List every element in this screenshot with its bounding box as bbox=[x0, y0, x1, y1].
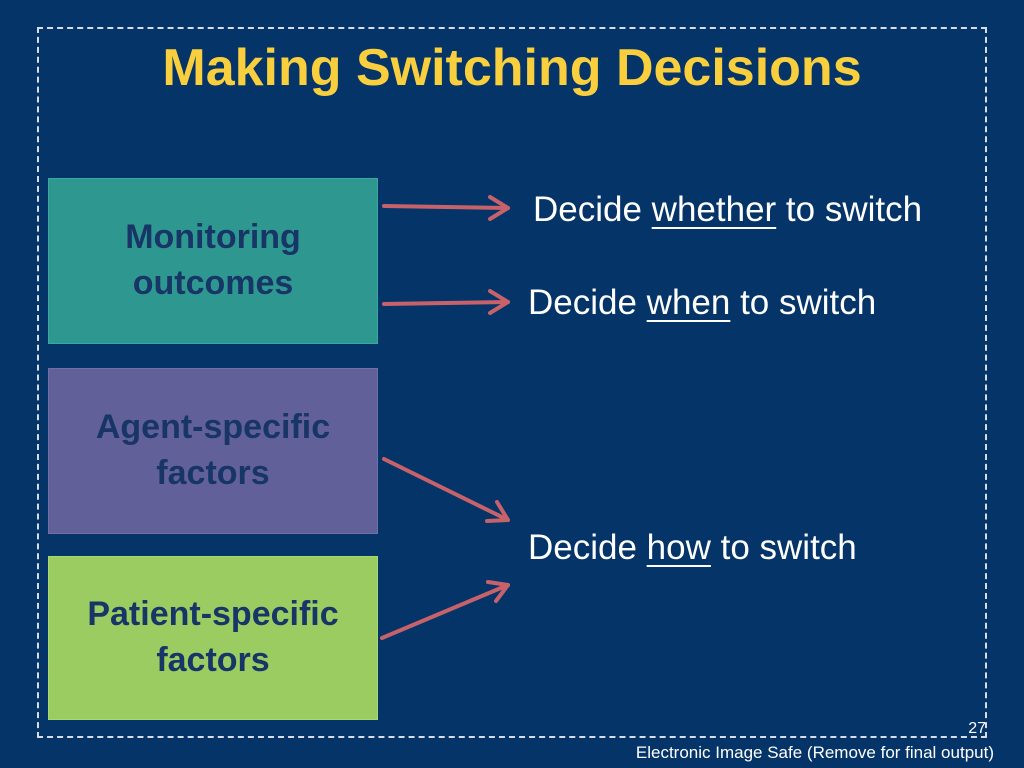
arrow-patient-to-how bbox=[380, 580, 510, 640]
decision-keyword: how bbox=[646, 528, 711, 567]
decision-prefix: Decide bbox=[533, 190, 652, 229]
decision-suffix: to switch bbox=[776, 190, 923, 229]
decision-how: Decide how to switch bbox=[528, 528, 857, 568]
slide-title: Making Switching Decisions bbox=[162, 39, 862, 97]
decision-suffix: to switch bbox=[730, 283, 877, 322]
decision-prefix: Decide bbox=[528, 528, 647, 567]
footer-note: Electronic Image Safe (Remove for final … bbox=[635, 743, 994, 762]
arrow-to-when bbox=[382, 289, 510, 315]
box-label-line2: factors bbox=[156, 454, 270, 492]
decision-whether: Decide whether to switch bbox=[533, 190, 922, 230]
decision-when: Decide when to switch bbox=[528, 283, 876, 323]
decision-keyword: when bbox=[646, 283, 731, 322]
box-label-line1: Monitoring bbox=[125, 218, 301, 257]
arrow-agent-to-how bbox=[382, 457, 510, 523]
box-monitoring-outcomes: Monitoring outcomes bbox=[48, 178, 378, 344]
dashed-frame bbox=[37, 27, 987, 738]
box-label-line1: Agent-specific bbox=[95, 408, 331, 447]
box-label-line2: outcomes bbox=[132, 264, 294, 302]
box-patient-specific-factors: Patient-specific factors bbox=[48, 556, 378, 720]
box-label-line2: factors bbox=[156, 641, 270, 679]
arrow-to-whether bbox=[382, 195, 510, 221]
decision-prefix: Decide bbox=[528, 283, 647, 322]
decision-suffix: to switch bbox=[710, 528, 857, 567]
decision-keyword: whether bbox=[651, 190, 777, 229]
page-number: 27 bbox=[968, 720, 986, 737]
box-agent-specific-factors: Agent-specific factors bbox=[48, 368, 378, 534]
box-label-line1: Patient-specific bbox=[87, 595, 339, 634]
